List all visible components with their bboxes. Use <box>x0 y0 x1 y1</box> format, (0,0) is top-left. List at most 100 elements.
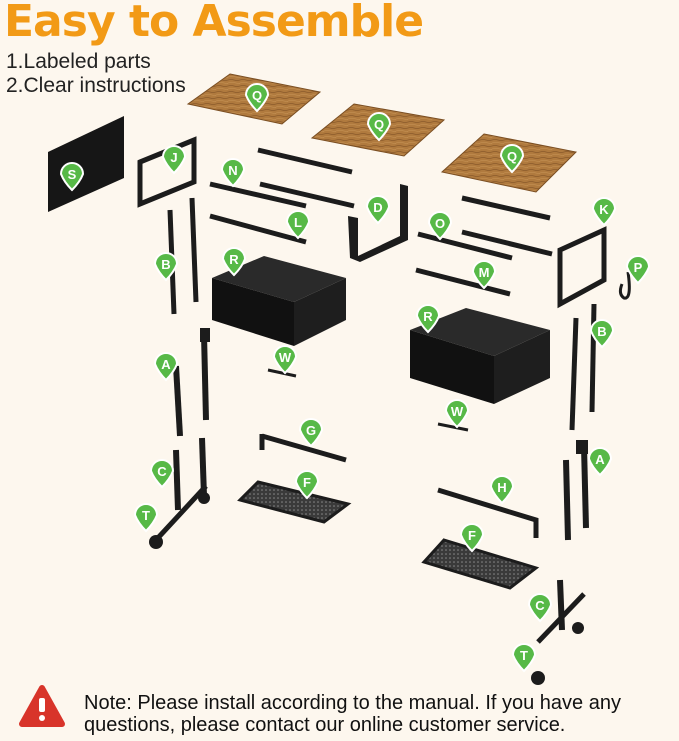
map-pin-icon <box>589 319 615 349</box>
pole-b-left-2 <box>189 197 199 303</box>
part-marker-label: P <box>634 260 643 275</box>
map-pin-icon <box>591 197 617 227</box>
part-marker-label: F <box>468 528 476 543</box>
map-pin-icon <box>499 144 525 174</box>
part-marker-label: T <box>142 508 150 523</box>
leg-a-right <box>563 440 589 541</box>
part-marker-t-27: T <box>511 643 537 673</box>
part-marker-g-19: G <box>298 418 324 448</box>
map-pin-icon <box>161 145 187 175</box>
part-marker-label: M <box>479 265 490 280</box>
drawer-r-left <box>212 256 346 346</box>
map-pin-icon <box>459 523 485 553</box>
page-title: Easy to Assemble <box>4 0 424 47</box>
bar-n <box>209 181 307 209</box>
part-marker-c-20: C <box>149 459 175 489</box>
handle-w-right <box>437 422 469 432</box>
crossbar-h <box>437 487 539 538</box>
part-marker-o-8: O <box>427 211 453 241</box>
part-marker-label: K <box>599 202 609 217</box>
bar-top-3 <box>461 195 551 221</box>
map-pin-icon <box>244 83 270 113</box>
bar-o <box>417 231 513 261</box>
part-marker-t-24: T <box>133 503 159 533</box>
part-marker-n-5: N <box>220 158 246 188</box>
warning-triangle-icon <box>19 685 65 727</box>
part-marker-label: W <box>451 404 464 419</box>
side-panel-s <box>48 116 124 212</box>
part-marker-label: F <box>303 475 311 490</box>
part-marker-label: W <box>279 350 292 365</box>
crossbar-g <box>259 433 347 463</box>
map-pin-icon <box>221 247 247 277</box>
part-marker-label: H <box>497 480 506 495</box>
part-marker-label: C <box>535 598 545 613</box>
part-marker-label: A <box>595 452 605 467</box>
part-marker-label: D <box>373 200 382 215</box>
pole-b-right-2 <box>589 303 597 413</box>
base-c-left <box>154 437 208 542</box>
pole-b-right-1 <box>569 317 579 431</box>
note-text: Note: Please install according to the ma… <box>84 692 621 736</box>
part-marker-f-25: F <box>459 523 485 553</box>
hook-p <box>618 271 631 300</box>
map-pin-icon <box>365 195 391 225</box>
part-marker-label: A <box>161 357 171 372</box>
part-marker-s-3: S <box>59 162 85 192</box>
part-marker-k-7: K <box>591 197 617 227</box>
part-marker-b-15: B <box>589 319 615 349</box>
map-pin-icon <box>489 475 515 505</box>
map-pin-icon <box>149 459 175 489</box>
map-pin-icon <box>415 304 441 334</box>
map-pin-icon <box>133 503 159 533</box>
part-marker-label: L <box>294 215 302 230</box>
part-marker-label: R <box>423 309 433 324</box>
map-pin-icon <box>220 158 246 188</box>
map-pin-icon <box>625 255 651 285</box>
part-marker-p-13: P <box>625 255 651 285</box>
caster-t-left <box>149 492 210 549</box>
bracket-d <box>348 184 408 262</box>
part-marker-h-23: H <box>489 475 515 505</box>
map-pin-icon <box>298 418 324 448</box>
part-marker-c-26: C <box>527 593 553 623</box>
map-pin-icon <box>59 162 85 192</box>
part-marker-a-16: A <box>153 352 179 382</box>
map-pin-icon <box>471 260 497 290</box>
frame-k <box>557 226 607 309</box>
bar-top-2 <box>259 181 355 209</box>
part-marker-label: O <box>435 216 445 231</box>
part-marker-label: N <box>228 163 237 178</box>
part-marker-label: J <box>170 150 177 165</box>
part-marker-label: R <box>229 252 239 267</box>
map-pin-icon <box>511 643 537 673</box>
map-pin-icon <box>153 252 179 282</box>
map-pin-icon <box>285 210 311 240</box>
part-marker-l-9: L <box>285 210 311 240</box>
part-marker-f-21: F <box>294 470 320 500</box>
part-marker-w-18: W <box>444 399 470 429</box>
map-pin-icon <box>366 112 392 142</box>
part-marker-q-2: Q <box>499 144 525 174</box>
part-marker-j-4: J <box>161 145 187 175</box>
part-marker-d-6: D <box>365 195 391 225</box>
part-marker-label: T <box>520 648 528 663</box>
feature-labeled-parts: 1.Labeled parts <box>6 50 151 73</box>
handle-w-left <box>267 368 297 378</box>
part-marker-label: B <box>161 257 170 272</box>
part-marker-b-10: B <box>153 252 179 282</box>
bar-m <box>415 267 511 297</box>
part-marker-label: B <box>597 324 606 339</box>
map-pin-icon <box>587 447 613 477</box>
part-marker-label: Q <box>374 117 384 132</box>
part-marker-label: C <box>157 464 167 479</box>
part-marker-label: G <box>306 423 316 438</box>
bar-l <box>209 213 307 245</box>
base-c-right <box>536 579 586 644</box>
map-pin-icon <box>527 593 553 623</box>
feature-clear-instructions: 2.Clear instructions <box>6 74 186 97</box>
leg-a-left <box>173 328 210 437</box>
part-marker-label: Q <box>507 149 517 164</box>
